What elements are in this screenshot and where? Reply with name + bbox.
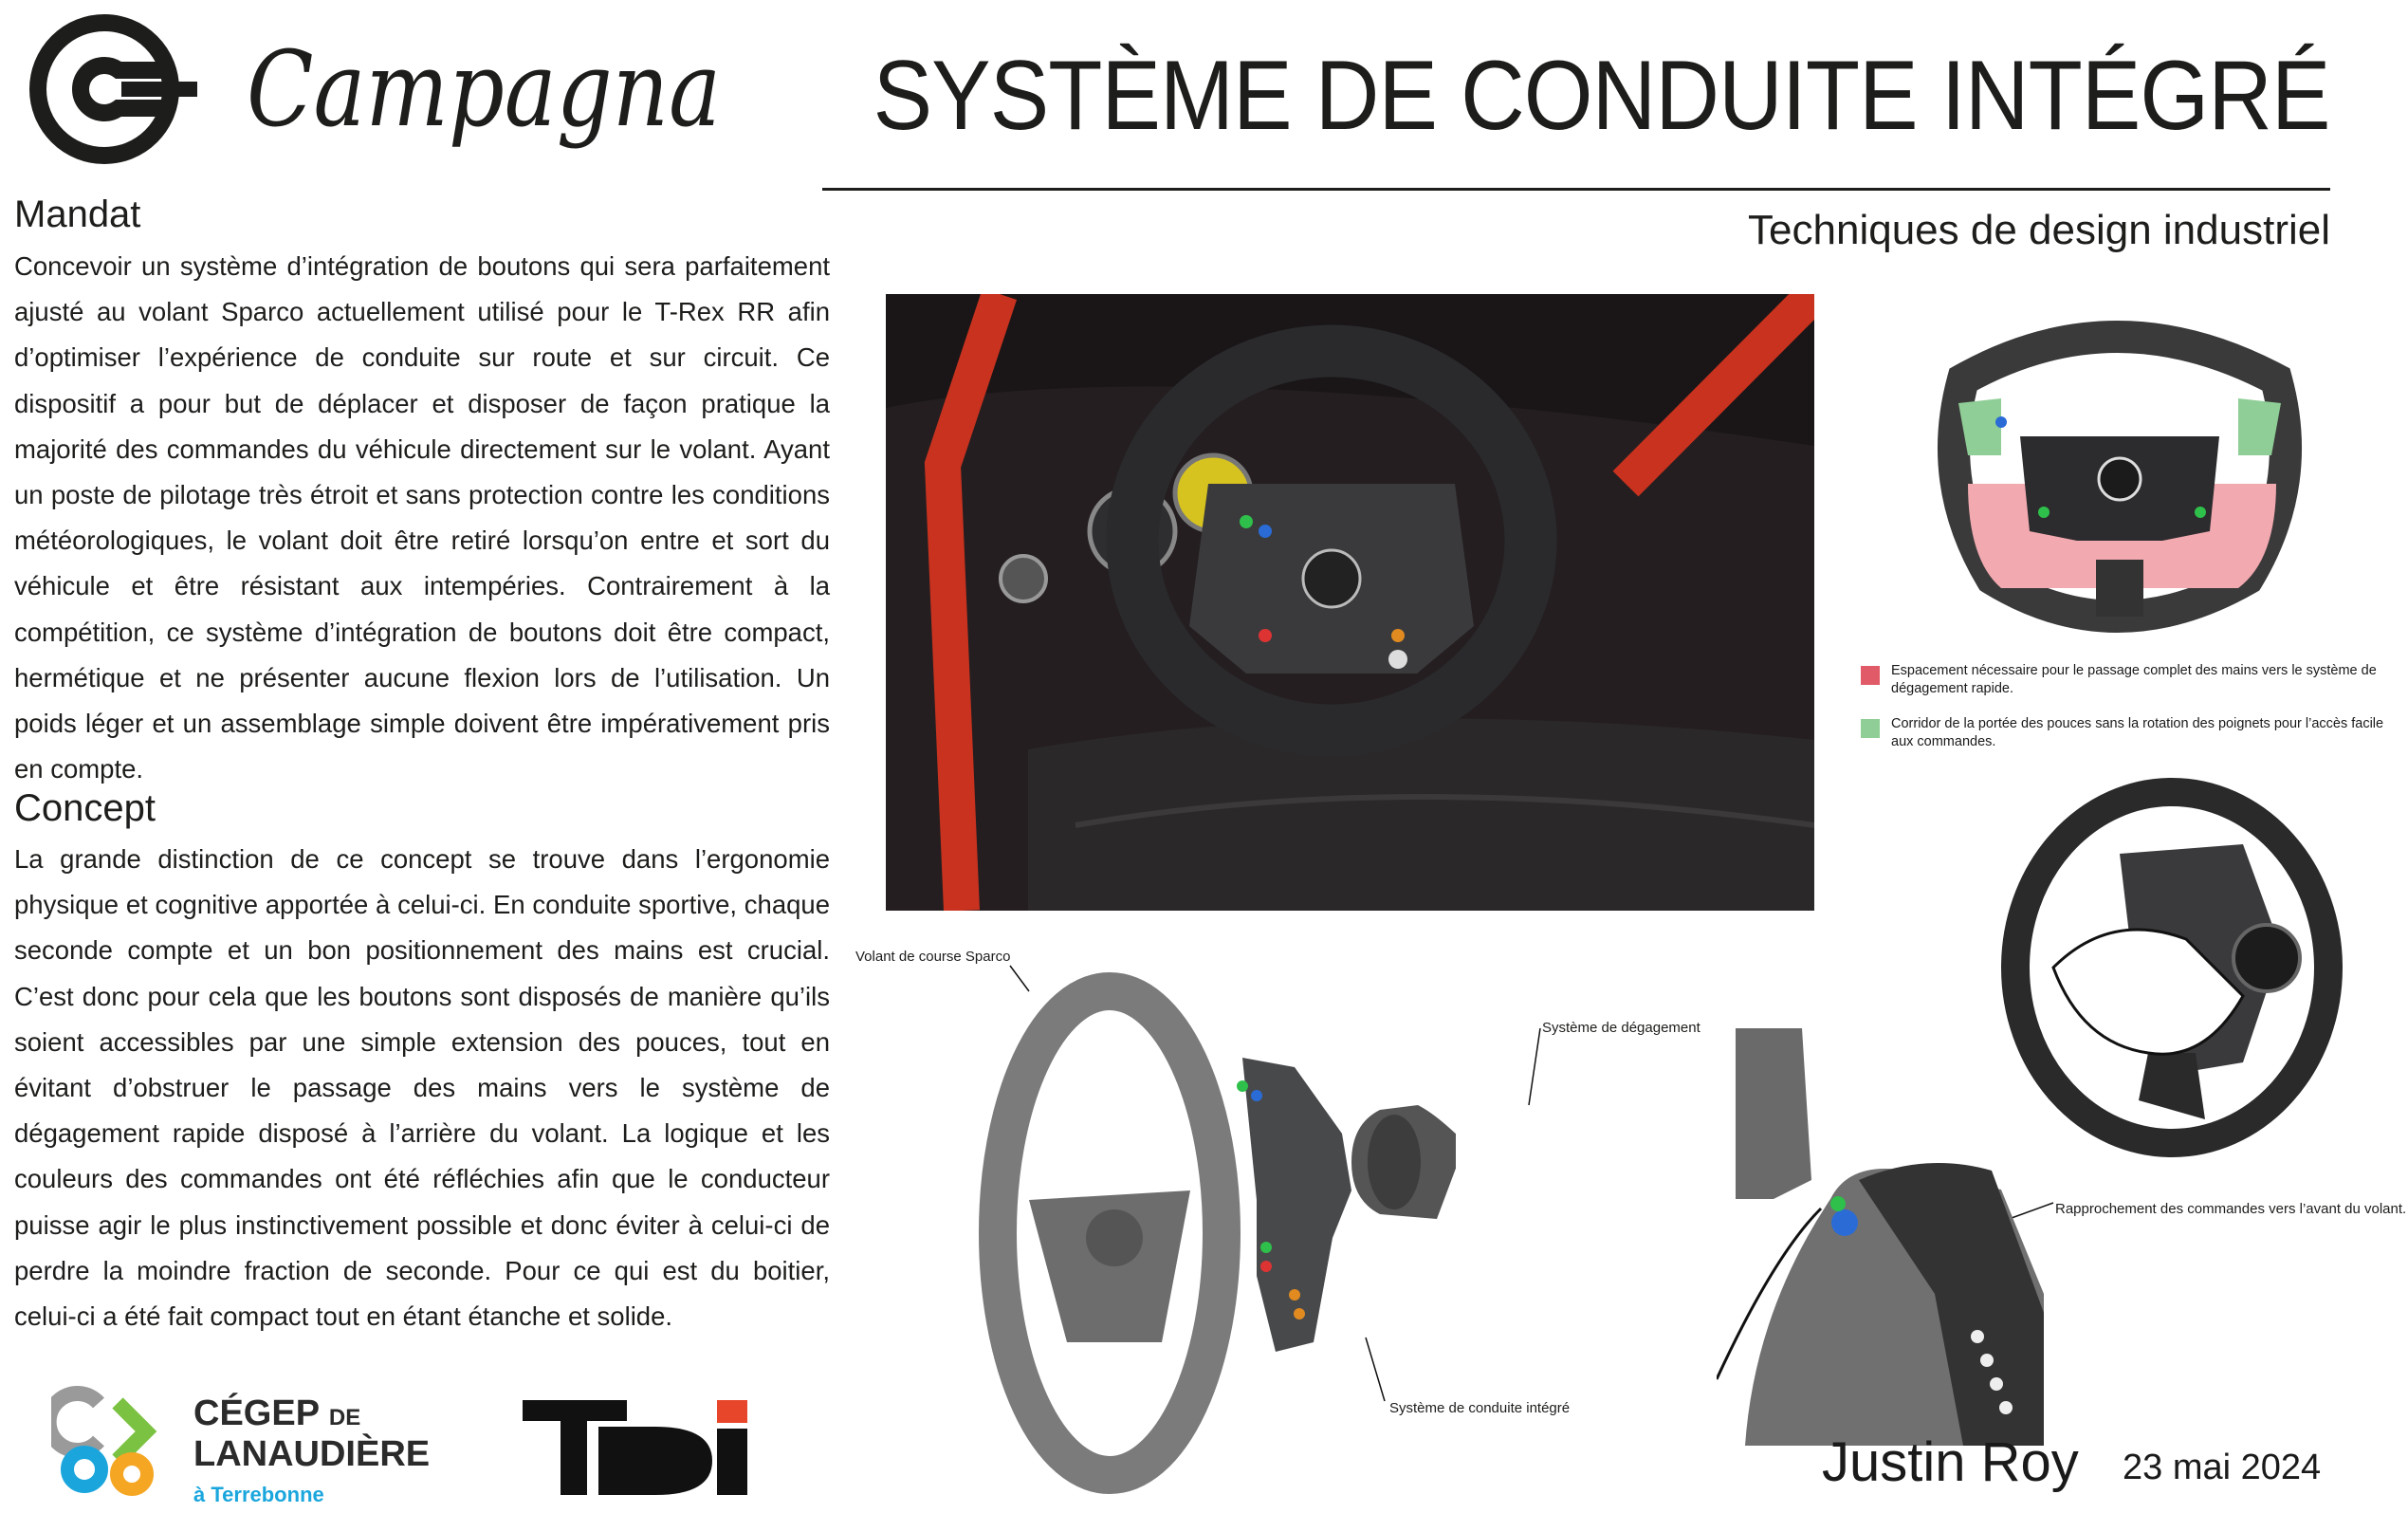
- label-integrated-system: Système de conduite intégré: [1389, 1400, 1571, 1416]
- green-swatch: [1861, 719, 1880, 738]
- label-sparco-wheel: Volant de course Sparco: [855, 949, 1011, 965]
- tdi-logo: [523, 1400, 750, 1500]
- red-swatch: [1861, 666, 1880, 685]
- legend-text: Corridor de la portée des pouces sans la…: [1891, 716, 2384, 749]
- terrebonne-text: à Terrebonne: [193, 1483, 324, 1506]
- mandat-heading: Mandat: [14, 194, 141, 235]
- concept-heading: Concept: [14, 787, 156, 829]
- label-release-system: Système de dégagement: [1542, 1020, 1700, 1036]
- cockpit-photo: [886, 294, 1814, 911]
- subtitle: Techniques de design industriel: [1748, 207, 2330, 253]
- ergonomics-wheel-diagram: [1925, 313, 2314, 640]
- cegep-lanaudiere-logo: CÉGEP DE LANAUDIÈRE à Terrebonne: [51, 1384, 430, 1506]
- mandat-text: Concevoir un système d’intégration de bo…: [14, 251, 830, 784]
- title-divider: [822, 188, 2330, 191]
- hands-on-wheel-illustration: [1996, 778, 2347, 1162]
- exploded-view: [972, 963, 1456, 1503]
- lanaudiere-text: LANAUDIÈRE: [193, 1434, 431, 1474]
- cegep-de-text: DE: [328, 1405, 361, 1430]
- page-title: SYSTÈME DE CONDUITE INTÉGRÉ: [873, 41, 2331, 151]
- legend-item-hand-clearance: Espacement nécessaire pour le passage co…: [1861, 662, 2392, 698]
- campagna-logo: Campagna: [28, 13, 749, 165]
- concept-text: La grande distinction de ce concept se t…: [14, 844, 830, 1332]
- date: 23 mai 2024: [2123, 1448, 2322, 1487]
- author-name: Justin Roy: [1822, 1431, 2079, 1493]
- label-controls-forward: Rapprochement des commandes vers l’avant…: [2055, 1201, 2407, 1217]
- svg-text:Campagna: Campagna: [247, 28, 721, 150]
- thumb-closeup-illustration: [1717, 1028, 2049, 1446]
- legend-text: Espacement nécessaire pour le passage co…: [1891, 663, 2377, 696]
- legend-item-thumb-corridor: Corridor de la portée des pouces sans la…: [1861, 715, 2392, 751]
- cegep-text: CÉGEP: [193, 1393, 320, 1433]
